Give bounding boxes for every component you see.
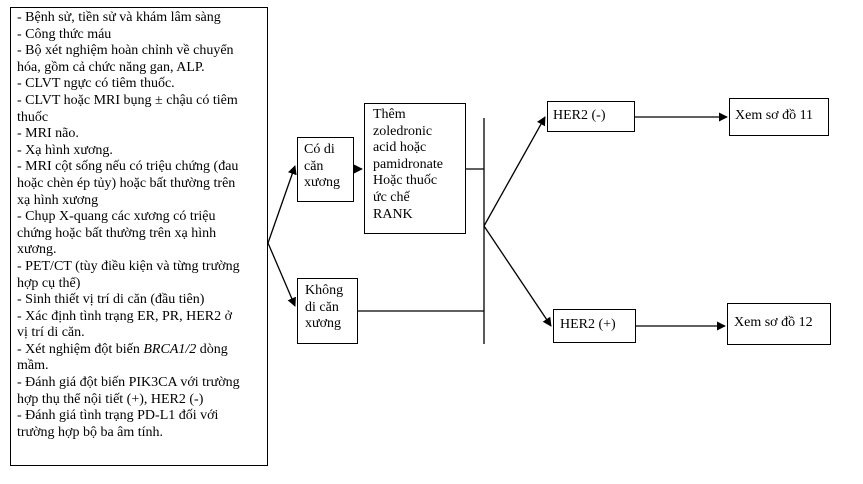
workup-item: trường hợp bộ ba âm tính. (17, 425, 263, 442)
workup-item: hoặc chèn ép tủy) hoặc bất thường trên (17, 176, 263, 193)
treatment-line: Hoặc thuốc (373, 173, 438, 189)
workup-item-text: hoặc chèn ép tủy) hoặc bất thường trên (17, 175, 236, 191)
workup-item: - Đánh giá tình trạng PD-L1 đối với (17, 408, 263, 425)
workup-item: xương. (17, 242, 263, 259)
workup-item-text: - Xác định tình trạng ER, PR, HER2 ở (17, 308, 233, 324)
arrow-bar-to-her2-negative (483, 116, 546, 227)
her2-positive-box: HER2 (+) (553, 309, 636, 343)
workup-item: - CLVT ngực có tiêm thuốc. (17, 76, 263, 93)
workup-item: - MRI cột sống nếu có triệu chứng (đau (17, 159, 263, 176)
workup-item: mầm. (17, 358, 263, 375)
treatment-line: zoledronic (373, 123, 433, 139)
workup-item-text: - MRI não. (17, 126, 79, 142)
workup-item-text: - Xạ hình xương. (17, 142, 113, 158)
treatment-line: Thêm (373, 107, 406, 122)
workup-item: - Bộ xét nghiệm hoàn chỉnh về chuyển (17, 43, 263, 60)
treatment-line: pamidronate (373, 156, 443, 172)
arrow-bar-to-her2-positive (483, 225, 552, 327)
workup-item-text: - Đánh giá đột biến PIK3CA với trường (17, 375, 240, 391)
workup-item-text: - PET/CT (tùy điều kiện và từng trường (17, 258, 240, 274)
workup-item-text: - Bộ xét nghiệm hoàn chỉnh về chuyển (17, 43, 234, 59)
workup-item-text: hợp thụ thể nội tiết (+), HER2 (-) (17, 391, 204, 407)
workup-item: hóa, gồm cả chức năng gan, ALP. (17, 60, 263, 77)
workup-item: xạ hình xương (17, 193, 263, 210)
see-diagram-11-box: Xem sơ đồ 11 (729, 98, 829, 136)
treatment-box: Thêm zoledronic acid hoặc pamidronate Ho… (364, 103, 466, 234)
treatment-line: RANK (373, 206, 413, 222)
workup-item: - CLVT hoặc MRI bụng ± chậu có tiêm (17, 93, 263, 110)
workup-item-text: - CLVT hoặc MRI bụng ± chậu có tiêm (17, 92, 238, 108)
workup-item-text: vị trí di căn. (17, 325, 85, 341)
workup-box: - Bệnh sử, tiền sử và khám lâm sàng- Côn… (10, 7, 268, 466)
workup-item-text: xương. (17, 242, 57, 258)
her2-positive-label: HER2 (+) (560, 317, 616, 332)
see-diagram-11-label: Xem sơ đồ 11 (735, 108, 814, 123)
workup-item: vị trí di căn. (17, 325, 263, 342)
her2-negative-label: HER2 (-) (553, 108, 606, 123)
workup-item-text: - Xét nghiệm đột biến (17, 341, 144, 357)
workup-item: - Công thức máu (17, 27, 263, 44)
workup-item-text: thuốc (17, 109, 49, 125)
workup-item-text: - Bệnh sử, tiền sử và khám lâm sàng (17, 10, 221, 25)
workup-item-text: - MRI cột sống nếu có triệu chứng (đau (17, 159, 239, 175)
workup-item-text: - Sinh thiết vị trí di căn (đầu tiên) (17, 292, 205, 308)
workup-item-text: mầm. (17, 358, 49, 374)
bone-yes-line: căn (304, 158, 324, 174)
workup-item: - Xác định tình trạng ER, PR, HER2 ở (17, 309, 263, 326)
treatment-line: ức chế (373, 189, 410, 205)
bone-metastasis-yes-box: Có di căn xương (297, 137, 354, 202)
workup-item-text: hóa, gồm cả chức năng gan, ALP. (17, 59, 205, 75)
workup-item: chứng hoặc bất thường trên xạ hình (17, 226, 263, 243)
workup-item: - Xạ hình xương. (17, 143, 263, 160)
workup-item: hợp cụ thể) (17, 276, 263, 293)
workup-item: - Đánh giá đột biến PIK3CA với trường (17, 375, 263, 392)
workup-item: - MRI não. (17, 126, 263, 143)
treatment-line: acid hoặc (373, 140, 427, 156)
workup-item-text: - Chụp X-quang các xương có triệu (17, 209, 216, 225)
bone-yes-line: Có di (304, 142, 335, 157)
workup-item-text: - CLVT ngực có tiêm thuốc. (17, 76, 175, 92)
workup-item-text: - Đánh giá tình trạng PD-L1 đối với (17, 408, 219, 424)
workup-item: - Chụp X-quang các xương có triệu (17, 209, 263, 226)
workup-item-text: chứng hoặc bất thường trên xạ hình (17, 225, 217, 241)
gene-name-italic: BRCA1/2 (143, 341, 197, 357)
workup-item-text: trường hợp bộ ba âm tính. (17, 424, 164, 440)
workup-item: - Xét nghiệm đột biến BRCA1/2 dòng (17, 342, 263, 359)
see-diagram-12-box: Xem sơ đồ 12 (727, 303, 831, 345)
workup-item: hợp thụ thể nội tiết (+), HER2 (-) (17, 392, 263, 409)
bone-no-line: di căn (305, 299, 339, 315)
workup-item-text-tail: dòng (196, 341, 228, 357)
see-diagram-12-label: Xem sơ đồ 12 (734, 315, 813, 330)
bone-no-line: xương (305, 316, 341, 332)
workup-item: thuốc (17, 110, 263, 127)
bone-metastasis-no-box: Không di căn xương (297, 278, 358, 344)
workup-item-text: hợp cụ thể) (17, 275, 81, 291)
bone-no-line: Không (305, 283, 344, 298)
workup-item: - Sinh thiết vị trí di căn (đầu tiên) (17, 292, 263, 309)
bone-yes-line: xương (304, 175, 340, 191)
her2-negative-box: HER2 (-) (547, 101, 635, 132)
workup-item: - Bệnh sử, tiền sử và khám lâm sàng (17, 10, 263, 27)
workup-item-text: xạ hình xương (17, 192, 99, 208)
arrow-workup-to-bone-no (267, 242, 296, 307)
arrow-workup-to-bone-yes (267, 165, 297, 244)
workup-item-text: - Công thức máu (17, 26, 112, 42)
workup-item: - PET/CT (tùy điều kiện và từng trường (17, 259, 263, 276)
